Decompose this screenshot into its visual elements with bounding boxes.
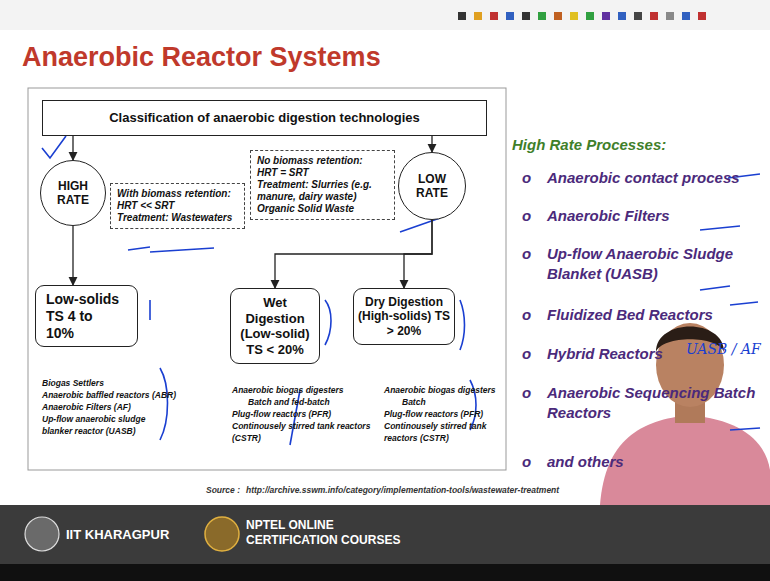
technology-item: Biogas Settlers — [42, 377, 217, 389]
node-text: Classification of anaerobic digestion te… — [49, 110, 480, 126]
institute-name: IIT KHARAGPUR — [66, 527, 206, 542]
note-box: With biomass retention:HRT << SRTTreatme… — [110, 183, 245, 229]
classification-box: Classification of anaerobic digestion te… — [42, 100, 487, 136]
node-text: HIGH RATE — [50, 179, 96, 208]
rate-circle: LOW RATE — [398, 152, 466, 220]
process-item: Fluidized Bed Reactors — [547, 305, 759, 325]
taskbar — [0, 564, 770, 581]
technology-item: Anaerobic biogas digesters — [232, 384, 372, 396]
flow-arrow — [275, 220, 432, 288]
node-text: LOW RATE — [409, 172, 455, 201]
process-item: and others — [547, 452, 759, 472]
note-box: No biomass retention:HRT = SRTTreatment:… — [250, 150, 395, 220]
flow-arrow — [72, 226, 73, 285]
process-item: Anaerobic Filters — [547, 206, 759, 226]
node-text: Wet Digestion (Low-solid) TS < 20% — [235, 295, 315, 357]
category-box: Low-solids TS 4 to 10% — [35, 285, 138, 347]
process-item: Anaerobic contact process — [547, 168, 759, 188]
node-subtext: HRT << SRT — [117, 200, 238, 212]
node-text: No biomass retention: — [257, 155, 388, 167]
toolbar-icons — [458, 12, 706, 20]
iit-logo — [25, 517, 59, 551]
technology-item: Plug-flow reactors (PFR) — [384, 408, 504, 420]
category-box: Dry Digestion (High-solids) TS > 20% — [353, 288, 455, 345]
nptel-logo — [205, 517, 239, 551]
figure-frame — [28, 88, 506, 470]
flow-arrow — [431, 136, 432, 152]
course-name: NPTEL ONLINE CERTIFICATION COURSES — [246, 518, 416, 548]
flow-arrow — [404, 220, 432, 288]
list-heading: High Rate Processes: — [512, 136, 762, 153]
technology-item: Continousely stirred tank reactors (CSTR… — [232, 420, 382, 444]
footer-band — [0, 505, 770, 564]
technology-item: Up-flow anaerobic sludge blanker reactor… — [42, 413, 177, 437]
node-subtext: HRT = SRT — [257, 167, 388, 179]
technology-item: Batch and fed-batch — [248, 396, 368, 408]
bullet: o — [522, 206, 536, 226]
bullet: o — [522, 305, 536, 325]
category-box: Wet Digestion (Low-solid) TS < 20% — [230, 288, 320, 364]
technology-item: Continousely stirred tank reactors (CSTR… — [384, 420, 494, 444]
technology-item: Anaerobic biogas digesters — [384, 384, 504, 396]
node-subtext: Treatment: Wastewaters — [117, 212, 238, 224]
flow-arrow — [72, 136, 73, 160]
source-url: http://archive.sswm.info/category/implem… — [246, 485, 586, 495]
bullet: o — [522, 168, 536, 188]
technology-item: Anaerobic Filters (AF) — [42, 401, 217, 413]
bullet: o — [522, 244, 536, 264]
technology-item: Anaerobic baffled reactors (ABR) — [42, 389, 217, 401]
slide-title: Anaerobic Reactor Systems — [22, 42, 381, 73]
node-subtext: Treatment: Slurries (e.g. manure, dairy … — [257, 179, 388, 215]
bullet: o — [522, 383, 536, 403]
technology-item: Plug-flow reactors (PFR) — [232, 408, 372, 420]
handwritten-note: UASB / AF — [686, 341, 766, 357]
process-item: Up-flow Anaerobic Sludge Blanket (UASB) — [547, 244, 759, 284]
node-text: With biomass retention: — [117, 188, 238, 200]
bullet: o — [522, 452, 536, 472]
source-label: Source : — [206, 485, 250, 495]
technology-item: Batch — [402, 396, 502, 408]
process-item: Anaerobic Sequencing Batch Reactors — [547, 383, 759, 423]
pen-marks — [42, 136, 760, 445]
node-text: Dry Digestion (High-solids) TS > 20% — [358, 295, 450, 338]
rate-circle: HIGH RATE — [40, 160, 106, 226]
bullet: o — [522, 344, 536, 364]
node-text: Low-solids TS 4 to 10% — [46, 291, 124, 341]
